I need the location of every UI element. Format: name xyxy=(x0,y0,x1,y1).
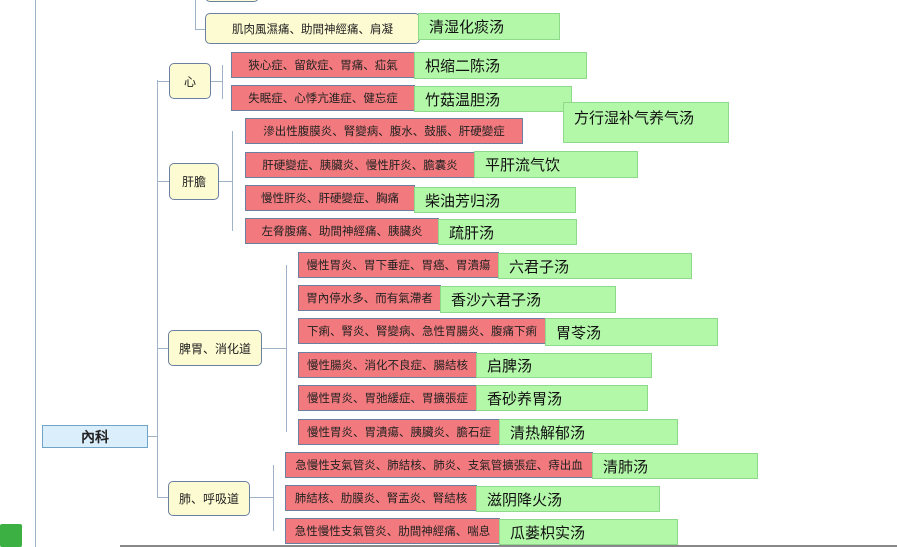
connector xyxy=(157,181,169,182)
connector xyxy=(262,348,286,349)
symptom-node[interactable]: 失眠症、心悸亢進症、健忘症 xyxy=(231,85,415,111)
partial-node[interactable] xyxy=(205,0,259,2)
symptom-node[interactable]: 慢性胃炎、胃潰瘍、胰臟炎、膽石症 xyxy=(298,419,500,445)
connector xyxy=(250,497,273,498)
formula-node[interactable]: 香砂养胃汤 xyxy=(476,385,648,411)
category-heart[interactable]: 心 xyxy=(169,63,211,99)
formula-node[interactable]: 胃苓汤 xyxy=(545,318,718,346)
symptom-node[interactable]: 下痢、腎炎、腎變病、急性胃腸炎、腹痛下痢 xyxy=(298,318,546,344)
symptom-node[interactable]: 肺結核、肋膜炎、腎盂炎、腎結核 xyxy=(285,485,477,511)
connector xyxy=(157,81,169,82)
connector xyxy=(157,348,169,349)
formula-node[interactable]: 滋阴降火汤 xyxy=(476,486,660,512)
formula-node[interactable]: 方行湿补气养气汤 xyxy=(563,102,729,143)
category-liver-gallbladder[interactable]: 肝膽 xyxy=(169,163,219,200)
top-symptom-node[interactable]: 肌肉風濕痛、助間神經痛、肩凝 xyxy=(205,13,420,44)
formula-node[interactable]: 瓜蒌枳实汤 xyxy=(499,519,678,545)
bottom-border xyxy=(120,545,897,547)
connector xyxy=(222,65,223,99)
connector xyxy=(218,181,232,182)
symptom-node[interactable]: 慢性胃炎、胃弛緩症、胃擴張症 xyxy=(298,385,477,411)
symptom-node[interactable]: 慢性肝炎、肝硬變症、胸痛 xyxy=(245,185,415,211)
formula-node[interactable]: 竹菇温胆汤 xyxy=(414,86,572,112)
formula-node[interactable]: 六君子汤 xyxy=(498,253,692,279)
symptom-node[interactable]: 滲出性腹膜炎、腎變病、腹水、鼓脹、肝硬變症 xyxy=(245,118,523,144)
formula-node[interactable]: 香沙六君子汤 xyxy=(440,286,616,313)
symptom-node[interactable]: 慢性腸炎、消化不良症、腸結核 xyxy=(298,352,477,378)
formula-node[interactable]: 清肺汤 xyxy=(592,453,758,479)
connector xyxy=(157,497,169,498)
formula-node[interactable]: 枳缩二陈汤 xyxy=(414,52,587,79)
symptom-node[interactable]: 狹心症、留飲症、胃痛、疝氣 xyxy=(231,52,415,78)
symptom-node[interactable]: 左脅腹痛、助間神經痛、胰臟炎 xyxy=(245,218,439,244)
symptom-node[interactable]: 急性慢性支氣管炎、肋間神經痛、喘息 xyxy=(285,518,500,544)
connector xyxy=(232,131,233,231)
root-node[interactable]: 內科 xyxy=(42,425,148,448)
root-connector xyxy=(35,0,36,547)
symptom-node[interactable]: 肝硬變症、胰臟炎、慢性肝炎、膽囊炎 xyxy=(245,152,475,178)
connector xyxy=(210,81,222,82)
formula-node[interactable]: 启脾汤 xyxy=(476,353,652,378)
green-corner-button[interactable] xyxy=(0,524,22,547)
category-spine xyxy=(157,80,158,498)
symptom-node[interactable]: 急慢性支氣管炎、肺結核、肺炎、支氣管擴張症、痔出血 xyxy=(285,452,593,478)
root-to-category-connector xyxy=(148,436,157,437)
category-spleen-stomach[interactable]: 脾胃、消化道 xyxy=(168,330,262,366)
connector xyxy=(286,265,287,432)
formula-node[interactable]: 疏肝汤 xyxy=(438,219,577,245)
connector xyxy=(195,29,205,30)
category-lung-respiratory[interactable]: 肺、呼吸道 xyxy=(168,481,250,516)
symptom-node[interactable]: 慢性胃炎、胃下垂症、胃癌、胃潰瘍 xyxy=(298,252,499,278)
formula-node[interactable]: 柴油芳归汤 xyxy=(414,187,576,213)
symptom-node[interactable]: 胃內停水多、而有氣滯者 xyxy=(298,285,441,311)
connector xyxy=(273,465,274,531)
formula-node[interactable]: 平肝流气饮 xyxy=(474,151,638,178)
formula-node[interactable]: 清热解郁汤 xyxy=(499,419,678,445)
top-connector xyxy=(195,0,196,29)
top-formula-node[interactable]: 清湿化痰汤 xyxy=(418,13,560,40)
